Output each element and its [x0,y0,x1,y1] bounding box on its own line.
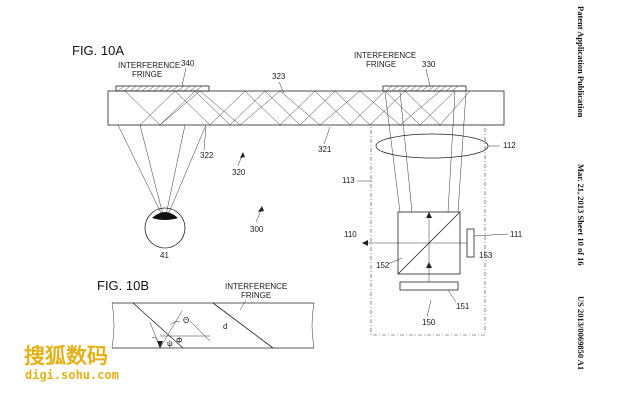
ref-330: 330 [422,60,436,69]
ref-323: 323 [272,72,286,81]
ref-41: 41 [160,251,169,260]
interference-fringe-left-1: INTERFERENCE [118,61,180,70]
watermark-cn: 搜狐数码 [24,344,108,368]
fig-b-psi: ψ [167,339,173,348]
grating-340 [115,85,210,92]
ray-path-c [159,90,441,126]
fig-10b-title: FIG. 10B [97,278,149,293]
interference-fringe-right-1: INTERFERENCE [354,51,416,60]
ray-path-b [139,90,456,126]
housing-113 [370,124,486,336]
ref-151: 151 [456,302,470,311]
ray-path-a [124,90,471,126]
interference-fringe-b-2: FRINGE [241,291,271,300]
fig-b-theta: Θ [183,316,189,325]
grating-330 [382,85,467,92]
fig-b-phi: Φ [176,336,182,345]
watermark-en: digi.sohu.com [25,368,119,382]
side-header-left: Patent Application Publication [576,6,586,118]
ref-150: 150 [422,318,436,327]
ref-300: 300 [250,225,264,234]
ref-113: 113 [342,176,355,185]
element-151 [399,281,459,291]
fig-10a-title: FIG. 10A [72,43,124,58]
side-header-right: US 2013/0069850 A1 [576,296,586,370]
side-header-middle: Mar. 21, 2013 Sheet 10 of 16 [576,164,586,266]
ref-112: 112 [503,141,516,150]
ref-110: 110 [344,230,357,239]
ref-111: 111 [510,230,523,239]
fringe-line-2 [212,302,274,349]
ref-340: 340 [181,59,195,68]
ref-153: 153 [479,251,493,260]
interference-fringe-right-2: FRINGE [366,60,396,69]
interference-fringe-left-2: FRINGE [132,70,162,79]
interference-fringe-b-1: INTERFERENCE [225,282,287,291]
pupil [152,212,178,220]
fig-b-d: d [223,322,227,331]
ref-152: 152 [376,261,390,270]
side-header: Patent Application Publication Mar. 21, … [576,6,586,370]
fringe-line-1 [132,302,184,349]
ref-321: 321 [318,145,332,154]
element-153 [466,228,475,258]
ref-322: 322 [200,151,214,160]
light-guide-plate [107,90,505,126]
eye-41 [144,207,186,249]
ref-320: 320 [232,168,246,177]
